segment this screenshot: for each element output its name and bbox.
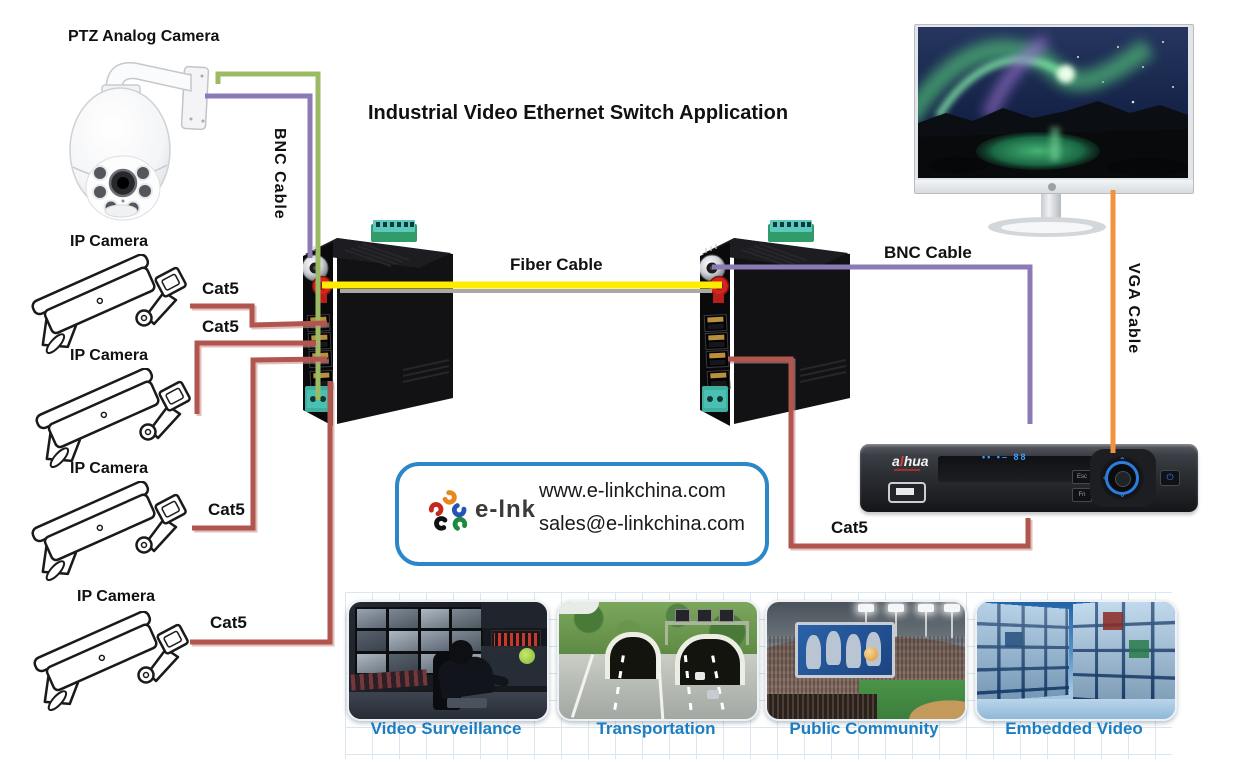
ptz-camera-label: PTZ Analog Camera bbox=[68, 28, 220, 45]
ethernet-switch-2 bbox=[700, 220, 851, 427]
floodlight bbox=[888, 604, 904, 612]
ip-camera-label-4: IP Camera bbox=[77, 588, 155, 605]
keyboard bbox=[447, 698, 487, 708]
ip-camera-3 bbox=[30, 481, 188, 581]
video-wall-left bbox=[977, 602, 1069, 702]
gantry-sign bbox=[697, 609, 712, 622]
public-community-photo bbox=[765, 600, 967, 721]
video-tile bbox=[1129, 640, 1149, 658]
ip-camera-label-1: IP Camera bbox=[70, 233, 148, 250]
bnc-cable-label-right: BNC Cable bbox=[884, 243, 972, 262]
video-surveillance-photo bbox=[347, 600, 549, 721]
cat5-label-1: Cat5 bbox=[202, 279, 239, 298]
gantry-leg bbox=[746, 621, 749, 645]
ip-camera-label-3: IP Camera bbox=[70, 460, 148, 477]
ptz-camera bbox=[69, 61, 210, 221]
app-label-public-community: Public Community bbox=[789, 719, 939, 738]
app-label-video-surveillance: Video Surveillance bbox=[370, 719, 522, 738]
ip-camera-2 bbox=[34, 368, 192, 468]
tunnel-portal-left bbox=[605, 632, 661, 679]
floodlight-pole bbox=[895, 612, 897, 638]
video-tile bbox=[1005, 632, 1022, 647]
floodlight bbox=[858, 604, 874, 612]
player-figure bbox=[846, 634, 861, 668]
monitor-chin bbox=[915, 180, 1193, 193]
elink-info-box: e-lnk www.e-linkchina.com sales@e-linkch… bbox=[395, 462, 769, 566]
led-sign bbox=[491, 630, 541, 649]
video-wall-right bbox=[1073, 602, 1175, 707]
esc-button: Esc bbox=[1072, 470, 1092, 484]
nav-pad: ⌃ ⌄ ‹ › bbox=[1100, 456, 1144, 500]
nav-center-button bbox=[1115, 471, 1131, 487]
floodlight-pole bbox=[951, 612, 953, 638]
baseball bbox=[864, 647, 878, 661]
player-figure bbox=[806, 635, 821, 669]
page-title: Industrial Video Ethernet Switch Applica… bbox=[368, 102, 789, 124]
cat5-label-2: Cat5 bbox=[202, 317, 239, 336]
usb-plug bbox=[896, 488, 914, 495]
elink-email: sales@e-linkchina.com bbox=[539, 513, 745, 535]
bnc-cable-label-left: BNC Cable bbox=[271, 128, 288, 220]
cat5-label-5: Cat5 bbox=[831, 518, 868, 537]
cat5-label-4: Cat5 bbox=[210, 613, 247, 632]
stadium-screen bbox=[795, 622, 895, 678]
app-label-embedded-video: Embedded Video bbox=[1005, 719, 1143, 738]
gantry-sign bbox=[719, 609, 734, 622]
sky-patch bbox=[559, 602, 599, 614]
floodlight bbox=[918, 604, 934, 612]
cable-cat5-2 bbox=[194, 340, 316, 414]
power-button: ⏻ bbox=[1160, 470, 1180, 486]
cat5-label-3: Cat5 bbox=[208, 500, 245, 519]
floodlight-pole bbox=[925, 612, 927, 638]
monitor-screen bbox=[918, 27, 1188, 178]
fn-button: Fn bbox=[1072, 488, 1092, 502]
floodlight bbox=[944, 604, 960, 612]
ip-camera-4 bbox=[32, 611, 190, 711]
transportation-photo bbox=[557, 600, 759, 721]
monitor-stand-neck bbox=[1041, 192, 1061, 220]
dvr-brand-logo: alhua bbox=[892, 453, 929, 469]
vga-cable-label: VGA Cable bbox=[1125, 263, 1142, 355]
operator-head bbox=[449, 640, 473, 664]
fiber-cable-label: Fiber Cable bbox=[510, 255, 603, 274]
nav-ring bbox=[1105, 461, 1139, 495]
nav-left-icon: ‹ bbox=[1103, 473, 1106, 482]
dvr-led-indicators: •• •– 88 bbox=[982, 452, 1028, 462]
sign-gantry bbox=[665, 621, 749, 625]
car bbox=[707, 690, 719, 699]
player-figure bbox=[826, 631, 841, 665]
dvr: alhua •• •– 88 Esc Fn ⌃ ⌄ ‹ › ⏻ bbox=[860, 444, 1198, 512]
nav-right-icon: › bbox=[1136, 473, 1139, 482]
app-label-transportation: Transportation bbox=[596, 719, 716, 738]
car bbox=[695, 672, 705, 680]
green-lamp bbox=[519, 648, 535, 664]
elink-website: www.e-linkchina.com bbox=[539, 480, 726, 502]
ip-camera-label-2: IP Camera bbox=[70, 347, 148, 364]
stand-base-hole bbox=[1001, 222, 1093, 233]
applications-strip: Video Surveillance Transportation Public… bbox=[345, 592, 1177, 759]
infield-dirt bbox=[887, 690, 965, 719]
video-tile bbox=[1103, 612, 1123, 630]
elink-brand: e-lnk bbox=[475, 496, 537, 523]
crowd-foreground bbox=[767, 694, 877, 719]
embedded-video-photo bbox=[975, 600, 1177, 721]
usb-port bbox=[888, 482, 926, 503]
ip-camera-1 bbox=[30, 254, 188, 354]
monitor-logo-dot bbox=[1048, 183, 1056, 191]
gantry-sign bbox=[675, 609, 690, 622]
ethernet-switch-1 bbox=[303, 220, 454, 427]
dvr-logo-underline bbox=[894, 469, 920, 471]
elink-logo-icon bbox=[428, 490, 468, 532]
nav-up-icon: ⌃ bbox=[1119, 456, 1126, 465]
nav-down-icon: ⌄ bbox=[1119, 490, 1126, 499]
gantry-leg bbox=[665, 621, 668, 645]
floor-reflection bbox=[977, 699, 1175, 719]
monitor bbox=[914, 24, 1194, 194]
monitor-stand-base bbox=[988, 217, 1106, 237]
room-structure bbox=[481, 602, 547, 628]
